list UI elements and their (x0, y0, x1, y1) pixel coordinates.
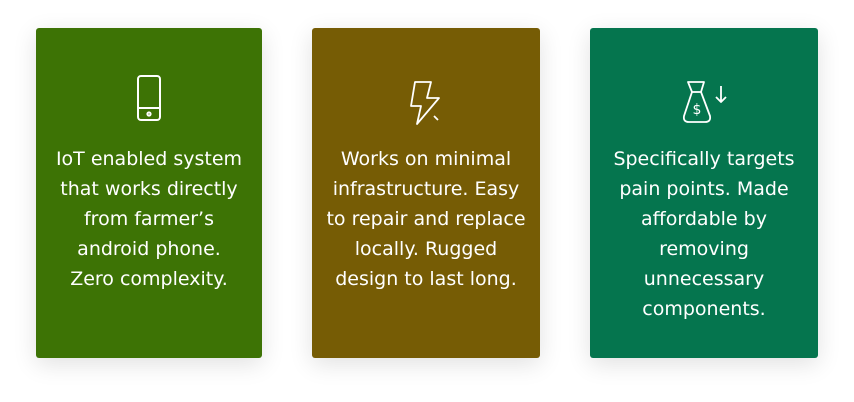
feature-card-iot: IoT enabled system that works directly f… (36, 28, 262, 358)
money-bag-down-icon: $ (682, 81, 727, 123)
feature-text: Works on minimal infrastructure. Easy to… (326, 148, 526, 290)
feature-text: Specifically targets pain points. Made a… (613, 148, 795, 320)
lightning-icon (410, 81, 440, 125)
feature-card-affordable: $ Specifically targets pain points. Made… (590, 28, 818, 358)
feature-card-infrastructure: Works on minimal infrastructure. Easy to… (312, 28, 540, 358)
svg-text:$: $ (693, 102, 702, 118)
feature-text: IoT enabled system that works directly f… (55, 148, 243, 290)
smartphone-icon (137, 75, 161, 121)
